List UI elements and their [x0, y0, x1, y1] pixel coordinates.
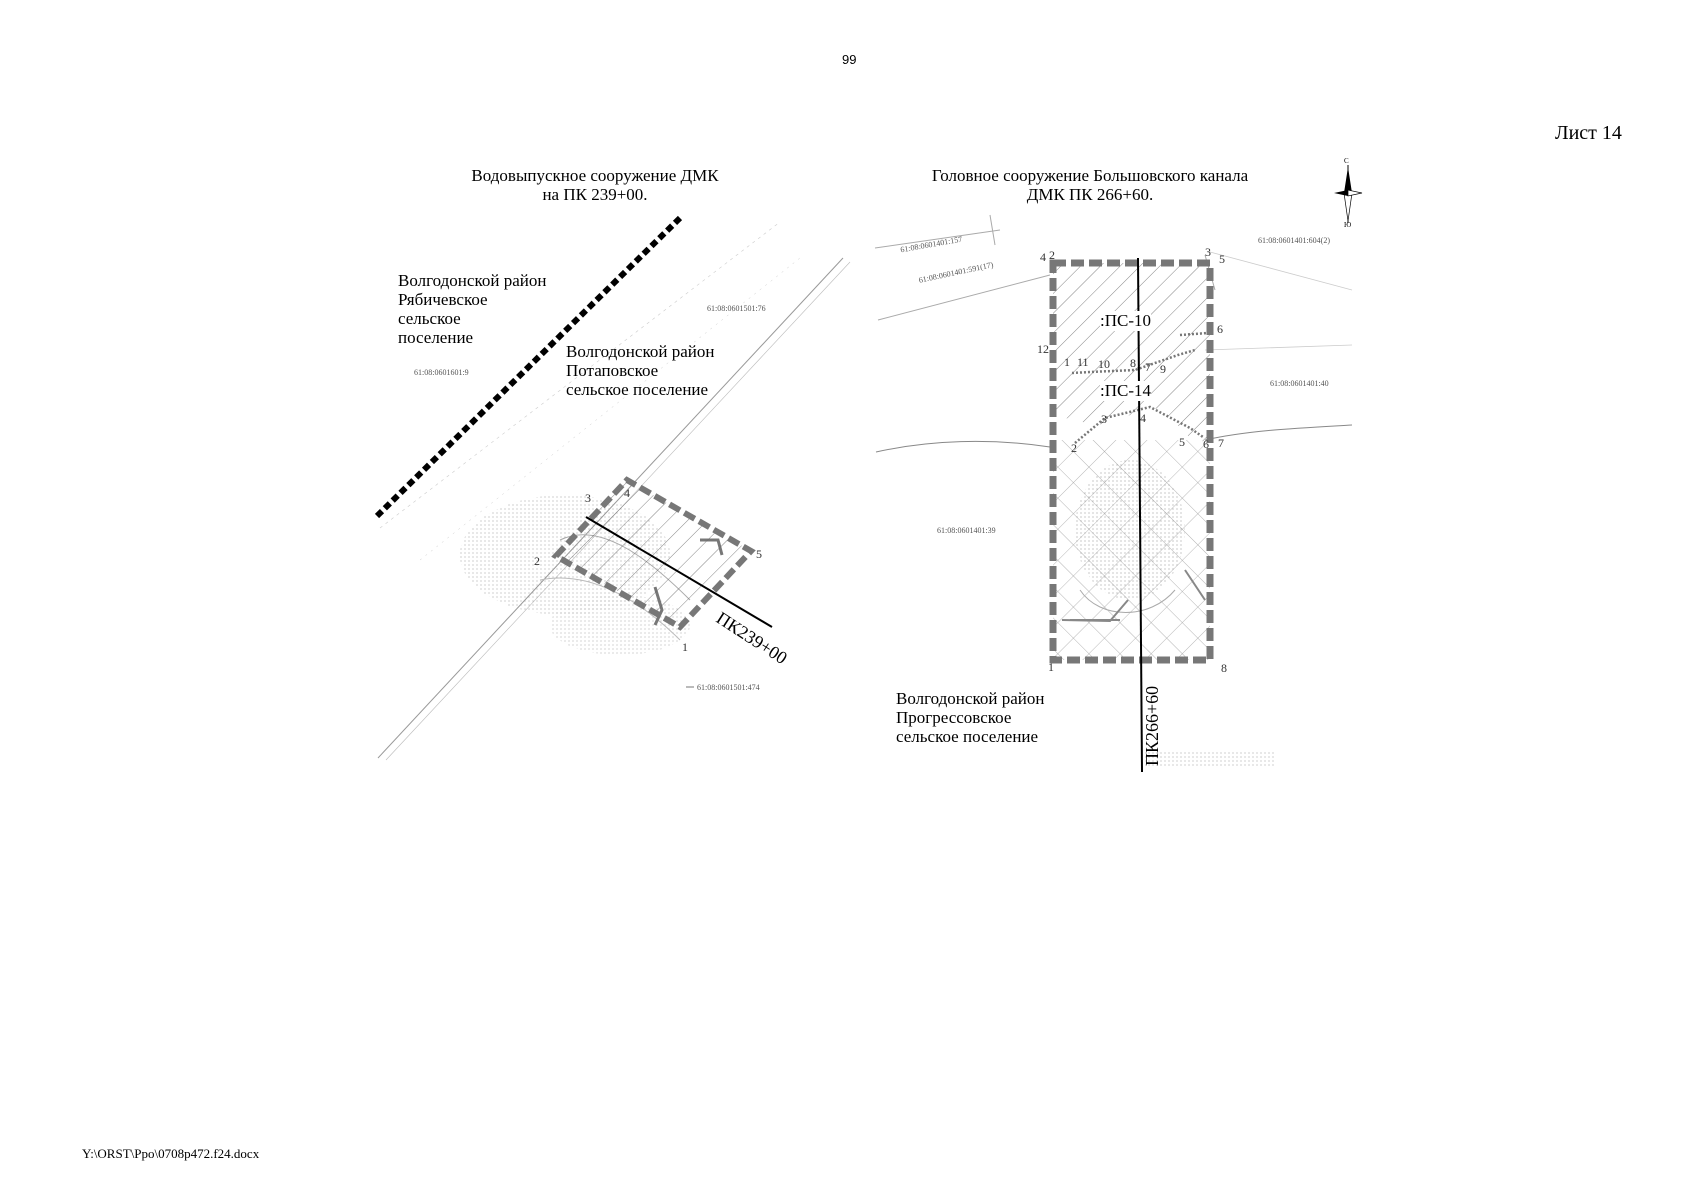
compass-south-label: Ю [1344, 221, 1352, 229]
boundary-point-number: 5 [756, 547, 762, 561]
inner-point-number: 9 [1160, 362, 1166, 376]
left-map-title-line1: Водовыпускное сооружение ДМК [471, 166, 719, 185]
district-rabichev-line3: сельское [398, 309, 461, 328]
corner-point-number: 7 [1218, 436, 1224, 450]
district-potapov-line1: Волгодонской район [566, 342, 715, 361]
pc10-label: :ПС-10 [1100, 311, 1151, 331]
left-map-title-line2: на ПК 239+00. [542, 185, 648, 204]
right-map-title: Головное сооружение Большовского канала … [900, 166, 1280, 204]
site-parcel-pk239 [551, 476, 756, 631]
left-map-title: Водовыпускное сооружение ДМК на ПК 239+0… [430, 166, 760, 204]
boundary-point-number: 3 [585, 491, 591, 505]
compass-rose [1334, 165, 1363, 223]
inner-point-number: 6 [1203, 437, 1209, 451]
site-parcel-pk266 [1049, 259, 1214, 664]
inner-point-number: 3 [1101, 412, 1107, 426]
district-rabichev-line4: поселение [398, 328, 474, 347]
district-potapov-line2: Потаповское [566, 361, 659, 380]
district-progress-line1: Волгодонской район [896, 689, 1045, 708]
cadastral-label: 61:08:0601501:76 [707, 304, 766, 313]
cadastral-label: 61:08:0601401:40 [1270, 379, 1329, 388]
pk266-label: ПК266+60 [1142, 685, 1162, 766]
district-label-progress: Волгодонской район Прогрессовское сельск… [896, 689, 1044, 746]
right-map-title-line1: Головное сооружение Большовского канала [931, 166, 1249, 185]
corner-point-number: 3 [1205, 245, 1211, 259]
sheet-label: Лист 14 [1555, 122, 1622, 144]
right-map-title-line2: ДМК ПК 266+60. [1026, 185, 1154, 204]
right-parcel-hatched-zone [1053, 263, 1210, 442]
boundary-point-number: 1 [682, 640, 688, 654]
cadastral-label: 61:08:0601601:9 [414, 368, 469, 377]
inner-point-number: 10 [1098, 357, 1110, 371]
corner-point-number: 4 [1040, 250, 1046, 264]
inner-point-number: 1 [1064, 355, 1070, 369]
district-potapov-line3: сельское поселение [566, 380, 709, 399]
inner-point-number: 8 [1130, 356, 1136, 370]
cadastral-label: 61:08:0601501:474 [697, 683, 760, 692]
cadastral-label: 61:08:0601401:39 [937, 526, 996, 535]
pk239-axis-line [585, 516, 773, 628]
pk266-axis-line [1137, 257, 1143, 773]
inner-point-number: 12 [1037, 342, 1049, 356]
district-rabichev-line2: Рябичевское [398, 290, 488, 309]
district-progress-line2: Прогрессовское [896, 708, 1012, 727]
boundary-point-number: 4 [624, 486, 630, 500]
right-map-graphics [874, 214, 1353, 773]
pc14-label: :ПС-14 [1100, 381, 1151, 401]
district-rabichev-line1: Волгодонской район [398, 271, 547, 290]
district-progress-line3: сельское поселение [896, 727, 1039, 746]
district-boundary-line [374, 213, 685, 519]
corner-point-number: 1 [1048, 660, 1054, 674]
page-number: 99 [842, 52, 857, 67]
boundary-point-number: 2 [534, 554, 540, 568]
corner-point-number: 5 [1219, 252, 1225, 266]
corner-point-number: 2 [1049, 248, 1055, 262]
inner-point-number: 11 [1077, 355, 1089, 369]
compass-north-label: С [1344, 157, 1349, 165]
inner-point-number: 2 [1071, 441, 1077, 455]
corner-point-number: 8 [1221, 661, 1227, 675]
left-map-graphics [374, 213, 851, 761]
inner-point-number: 5 [1179, 435, 1185, 449]
inner-point-number: 4 [1140, 411, 1146, 425]
footer-file-path: Y:\ORST\Ppo\0708p472.f24.docx [82, 1146, 260, 1161]
district-label-rabichev: Волгодонской район Рябичевское сельское … [398, 271, 546, 347]
corner-point-number: 6 [1217, 322, 1223, 336]
inner-point-number: 7 [1145, 360, 1151, 374]
cadastral-label: 61:08:0601401:604(2) [1258, 236, 1330, 245]
district-label-potapov: Волгодонской район Потаповское сельское … [566, 342, 714, 399]
